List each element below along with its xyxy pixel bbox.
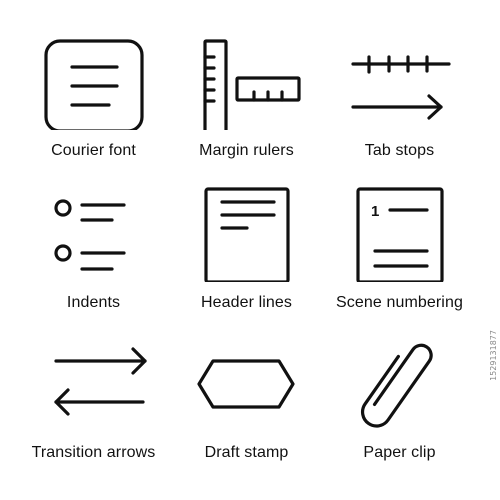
courier-font-label: Courier font	[51, 142, 136, 159]
draft-stamp-tile: Draft stamp	[170, 332, 323, 492]
transition-arrows-icon	[53, 347, 147, 416]
tab-stops-icon	[350, 55, 451, 120]
tab-stops-label: Tab stops	[364, 142, 435, 159]
margin-rulers-tile: Margin rulers	[170, 30, 323, 182]
scene-numbering-icon: 1	[355, 187, 444, 282]
courier-font-tile: Courier font	[17, 30, 170, 182]
scene-numbering-label: Scene numbering	[336, 294, 463, 311]
header-lines-tile: Header lines	[170, 182, 323, 332]
transition-arrows-tile: Transition arrows	[17, 332, 170, 492]
margin-rulers-icon	[202, 39, 301, 130]
paper-clip-label: Paper clip	[363, 444, 436, 461]
paper-clip-tile: Paper clip	[323, 332, 476, 492]
paper-clip-icon	[360, 343, 433, 428]
header-lines-label: Header lines	[200, 294, 293, 311]
indents-icon	[53, 199, 126, 271]
draft-stamp-label: Draft stamp	[204, 444, 289, 461]
stock-id: 1529131877	[489, 330, 498, 381]
scene-numbering-tile: 1 Scene numbering	[323, 182, 476, 332]
tab-stops-tile: Tab stops	[323, 30, 476, 182]
header-lines-icon	[203, 187, 290, 282]
indents-label: Indents	[66, 294, 121, 311]
courier-font-icon	[43, 39, 144, 130]
margin-rulers-label: Margin rulers	[199, 142, 294, 159]
draft-stamp-icon	[196, 359, 295, 409]
indents-tile: Indents	[17, 182, 170, 332]
scene-number: 1	[371, 203, 379, 220]
transition-arrows-label: Transition arrows	[31, 444, 156, 461]
